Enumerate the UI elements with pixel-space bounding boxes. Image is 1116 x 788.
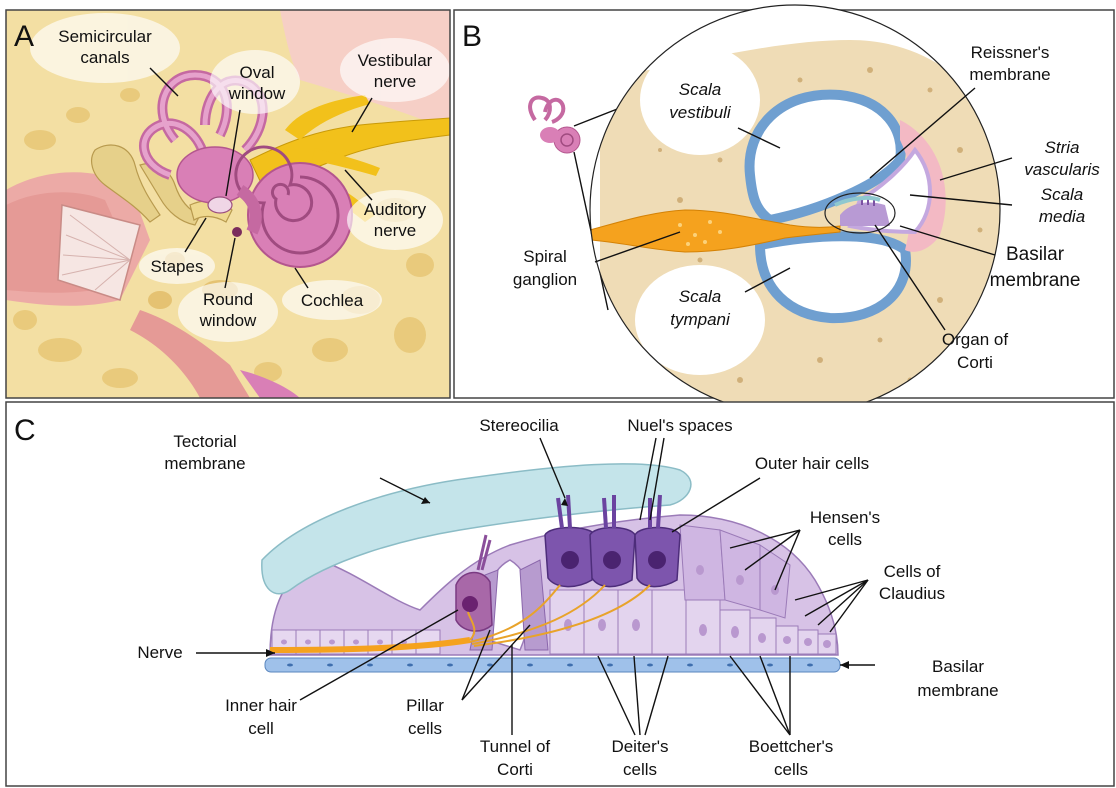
panel-b-letter: B xyxy=(462,20,482,53)
label-auditory-nerve-1: Auditory xyxy=(364,200,427,219)
label-vestibular-nerve-2: nerve xyxy=(374,72,417,91)
label-vestibular-nerve-1: Vestibular xyxy=(358,51,433,70)
label-round-window-2: window xyxy=(199,311,257,330)
label-semicircular-canals-1: Semicircular xyxy=(58,27,152,46)
label-reissners-membrane-2: membrane xyxy=(969,65,1050,84)
label-spiral-ganglion-2: ganglion xyxy=(513,270,577,289)
panel-b: B xyxy=(454,5,1114,415)
label-scala-vestibuli-1: Scala xyxy=(679,80,722,99)
label-tectorial-membrane-2: membrane xyxy=(164,454,245,473)
label-tectorial-membrane-1: Tectorial xyxy=(173,432,236,451)
label-cochlea: Cochlea xyxy=(301,291,364,310)
label-organ-of-corti-2: Corti xyxy=(957,353,993,372)
label-boettchers-cells-2: cells xyxy=(774,760,808,779)
label-basilar-membrane-c-1: Basilar xyxy=(932,657,984,676)
label-reissners-membrane-1: Reissner's xyxy=(971,43,1050,62)
label-organ-of-corti-1: Organ of xyxy=(942,330,1008,349)
panel-a-letter: A xyxy=(14,20,34,53)
label-outer-hair-cells: Outer hair cells xyxy=(755,454,869,473)
label-cells-of-claudius-2: Claudius xyxy=(879,584,945,603)
panel-c: C xyxy=(6,402,1114,786)
label-oval-window-1: Oval xyxy=(240,63,275,82)
label-tunnel-of-corti-2: Corti xyxy=(497,760,533,779)
label-semicircular-canals-2: canals xyxy=(80,48,129,67)
label-basilar-membrane-b-1: Basilar xyxy=(1006,244,1065,265)
label-basilar-membrane-c-2: membrane xyxy=(917,681,998,700)
label-deiters-cells-2: cells xyxy=(623,760,657,779)
label-nerve: Nerve xyxy=(137,643,182,662)
label-pillar-cells-2: cells xyxy=(408,719,442,738)
label-scala-tympani-1: Scala xyxy=(679,287,722,306)
label-hensens-cells-2: cells xyxy=(828,530,862,549)
label-deiters-cells-1: Deiter's xyxy=(611,737,668,756)
label-spiral-ganglion-1: Spiral xyxy=(523,247,566,266)
label-nuels-spaces: Nuel's spaces xyxy=(627,416,732,435)
label-tunnel-of-corti-1: Tunnel of xyxy=(480,737,551,756)
panel-c-letter: C xyxy=(14,414,36,447)
label-scala-vestibuli-2: vestibuli xyxy=(669,103,732,122)
panel-a: A Semicircular canals Oval window Vestib… xyxy=(6,10,450,398)
label-hensens-cells-1: Hensen's xyxy=(810,508,880,527)
label-basilar-membrane-b-2: membrane xyxy=(990,270,1081,291)
label-cells-of-claudius-1: Cells of xyxy=(884,562,941,581)
label-stereocilia: Stereocilia xyxy=(479,416,559,435)
label-boettchers-cells-1: Boettcher's xyxy=(749,737,834,756)
label-stria-vascularis-2: vascularis xyxy=(1024,160,1100,179)
label-round-window-1: Round xyxy=(203,290,253,309)
label-inner-hair-cell-2: cell xyxy=(248,719,274,738)
label-stria-vascularis-1: Stria xyxy=(1045,138,1080,157)
label-auditory-nerve-2: nerve xyxy=(374,221,417,240)
label-inner-hair-cell-1: Inner hair xyxy=(225,696,297,715)
label-scala-media-2: media xyxy=(1039,207,1085,226)
label-pillar-cells-1: Pillar xyxy=(406,696,444,715)
label-stapes: Stapes xyxy=(151,257,204,276)
label-scala-tympani-2: tympani xyxy=(670,310,731,329)
label-oval-window-2: window xyxy=(228,84,286,103)
label-scala-media-1: Scala xyxy=(1041,185,1084,204)
